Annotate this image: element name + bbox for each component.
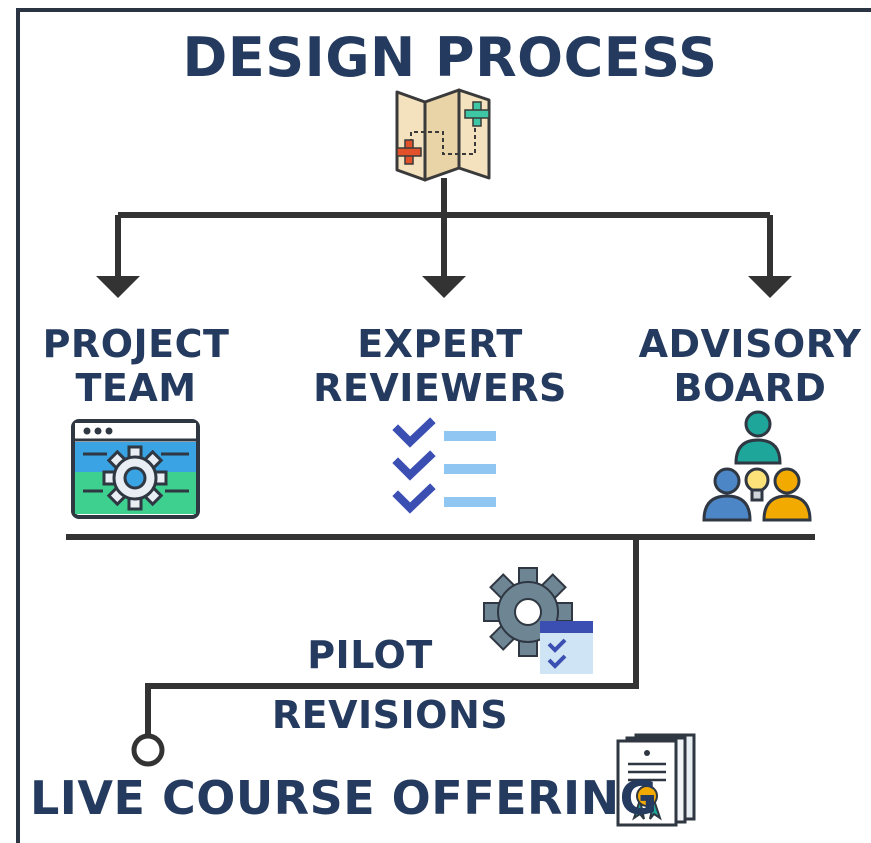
revisions-label: REVISIONS bbox=[271, 693, 509, 737]
live-course-offering-label: LIVE COURSE OFFERING bbox=[30, 771, 658, 825]
certificate-icon bbox=[616, 733, 696, 827]
branch-label-line: ADVISORY bbox=[638, 322, 862, 366]
branch-advisory-board-label: ADVISORY BOARD bbox=[630, 322, 870, 410]
connector-lines bbox=[66, 178, 815, 738]
team-idea-icon bbox=[702, 410, 812, 522]
branch-label-line: TEAM bbox=[75, 366, 197, 410]
branch-project-team-label: PROJECT TEAM bbox=[16, 322, 256, 410]
settings-window-icon bbox=[71, 419, 200, 519]
checklist-icon bbox=[392, 417, 496, 514]
branch-label-line: EXPERT bbox=[357, 322, 523, 366]
branch-label-line: REVIEWERS bbox=[313, 366, 567, 410]
arrowheads bbox=[96, 276, 792, 298]
arrowhead-advisory bbox=[748, 276, 792, 298]
arrowhead-expert bbox=[422, 276, 466, 298]
gear-calendar-icon bbox=[483, 567, 593, 674]
frame-border bbox=[16, 8, 871, 843]
map-icon bbox=[395, 88, 491, 182]
arrowhead-project bbox=[96, 276, 140, 298]
end-node bbox=[131, 733, 165, 767]
branch-expert-reviewers-label: EXPERT REVIEWERS bbox=[290, 322, 590, 410]
pilot-label: PILOT bbox=[307, 633, 433, 677]
diagram-title: DESIGN PROCESS bbox=[182, 26, 718, 89]
branch-label-line: BOARD bbox=[673, 366, 827, 410]
branch-label-line: PROJECT bbox=[42, 322, 230, 366]
